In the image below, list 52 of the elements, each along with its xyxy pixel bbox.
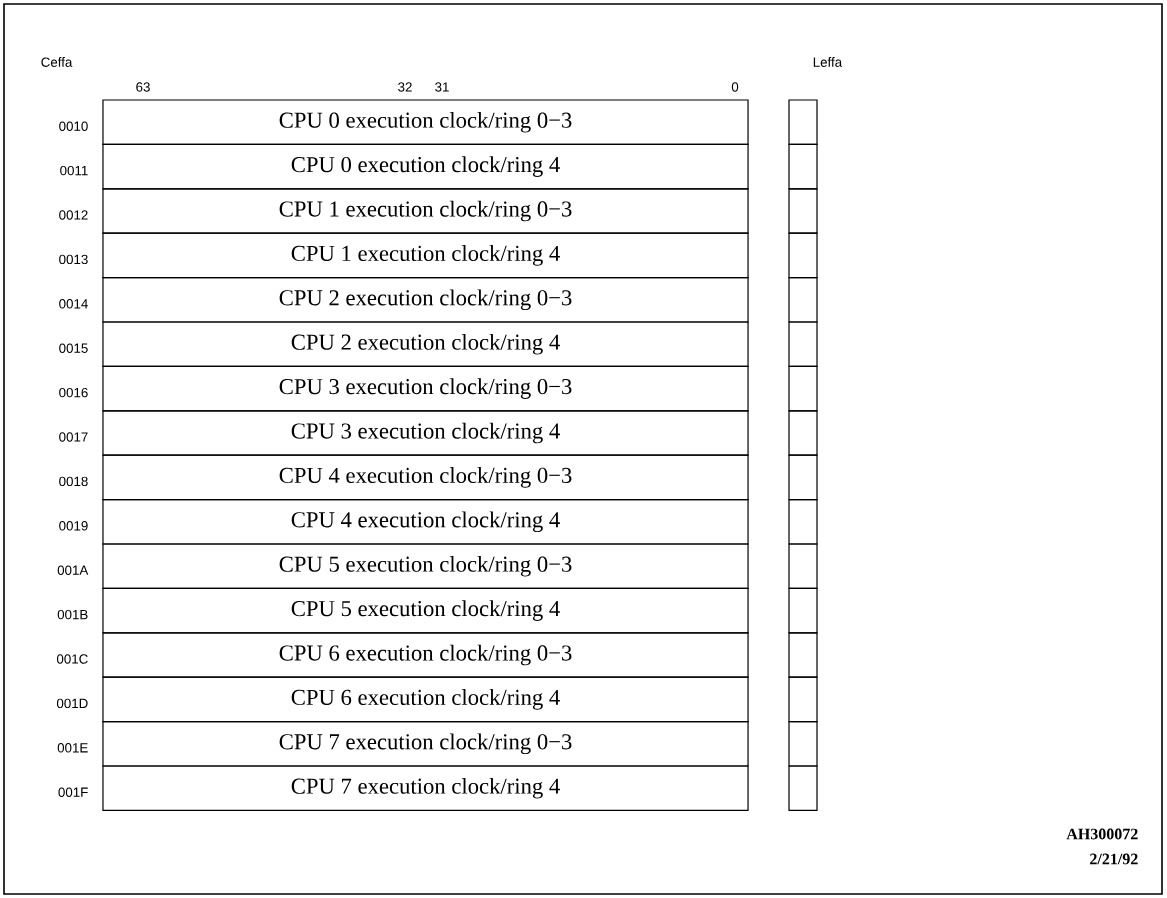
- bit-box: [788, 632, 818, 678]
- address-label: 0012: [59, 210, 88, 220]
- bit-box: [788, 99, 818, 145]
- bit-box: [788, 365, 818, 412]
- address-label: 0018: [59, 476, 88, 487]
- address-label: 001F: [58, 787, 88, 797]
- register-row: CPU 2 execution clock/ring 4: [102, 321, 749, 367]
- register-row: CPU 7 execution clock/ring 0−3: [102, 721, 749, 767]
- column-heading: Ceffa: [41, 57, 73, 67]
- address-label: 0014: [59, 299, 88, 309]
- register-row: CPU 0 execution clock/ring 0−3: [102, 99, 749, 145]
- address-label: 0013: [59, 254, 88, 265]
- register-row: CPU 5 execution clock/ring 0−3: [102, 543, 749, 589]
- register-row: CPU 3 execution clock/ring 4: [102, 410, 749, 456]
- register-row: CPU 1 execution clock/ring 0−3: [102, 188, 749, 234]
- bit-box: [788, 143, 818, 190]
- bit-box: [788, 321, 818, 367]
- bit-box: [788, 587, 818, 634]
- address-label: 001B: [57, 609, 88, 620]
- column-heading: Leffa: [813, 57, 843, 67]
- bit-box: [788, 676, 818, 723]
- bit-box: [788, 543, 818, 589]
- address-label: 0010: [59, 121, 88, 131]
- address-label: 001A: [57, 565, 89, 575]
- bit-box: [788, 410, 818, 456]
- date-label: 2/21/92: [1090, 853, 1138, 865]
- bit-box: [788, 188, 818, 234]
- register-row: CPU 3 execution clock/ring 0−3: [102, 365, 749, 412]
- address-label: 0011: [60, 165, 88, 176]
- bit-box: [788, 454, 818, 501]
- register-row: CPU 7 execution clock/ring 4: [102, 765, 749, 811]
- register-row: CPU 2 execution clock/ring 0−3: [102, 277, 749, 323]
- bit-box: [788, 277, 818, 323]
- address-label: 001D: [56, 698, 88, 709]
- register-row: CPU 0 execution clock/ring 4: [102, 143, 749, 190]
- bit-box: [788, 499, 818, 545]
- bit-box: [788, 232, 818, 279]
- address-label: 0015: [59, 343, 88, 353]
- address-label: 0017: [59, 432, 88, 442]
- register-row: CPU 6 execution clock/ring 0−3: [102, 632, 749, 678]
- register-row: CPU 6 execution clock/ring 4: [102, 676, 749, 723]
- register-row: CPU 1 execution clock/ring 4: [102, 232, 749, 279]
- bit-box: [788, 765, 818, 811]
- address-label: 001C: [56, 654, 88, 664]
- bit-box: [788, 721, 818, 767]
- address-label: 001E: [57, 743, 88, 753]
- address-label: 0019: [59, 521, 88, 531]
- register-row: CPU 4 execution clock/ring 0−3: [102, 454, 749, 501]
- register-row: CPU 4 execution clock/ring 4: [102, 499, 749, 545]
- register-row: CPU 5 execution clock/ring 4: [102, 587, 749, 634]
- figure-id: AH300072: [1066, 828, 1138, 840]
- address-label: 0016: [59, 387, 88, 398]
